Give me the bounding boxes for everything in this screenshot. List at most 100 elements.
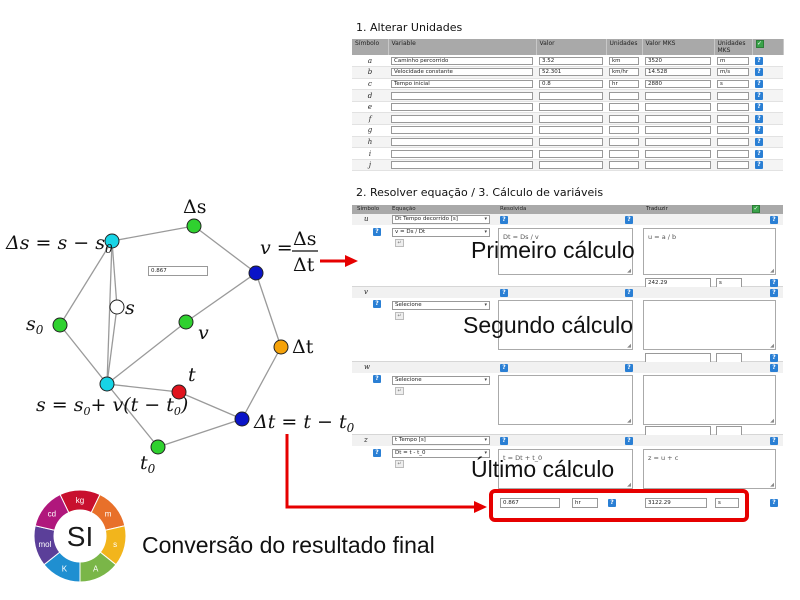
value-field[interactable]	[539, 149, 603, 158]
final-value-field[interactable]: 0.867	[500, 498, 560, 508]
ok-icon[interactable]: ✓	[752, 205, 760, 213]
help-icon[interactable]: ?	[770, 437, 778, 445]
translated-textarea[interactable]: u = a / b◢	[643, 228, 776, 275]
variable-field[interactable]: Tempo inicial	[391, 79, 533, 88]
mks-value-field[interactable]: 2880	[645, 79, 711, 88]
resolved-textarea[interactable]: ◢	[498, 375, 633, 425]
help-icon[interactable]: ?	[373, 449, 381, 457]
variable-field[interactable]	[391, 126, 533, 135]
value-field[interactable]	[539, 91, 603, 100]
equation-select[interactable]: Selecione▾	[392, 376, 490, 385]
variable-field[interactable]	[391, 114, 533, 123]
variable-field[interactable]: Caminho percorrido	[391, 56, 533, 65]
variable-field[interactable]: Velocidade constante	[391, 68, 533, 77]
mks-unit-field[interactable]: m/s	[717, 68, 749, 77]
help-icon[interactable]: ?	[500, 289, 508, 297]
variable-field[interactable]	[391, 149, 533, 158]
insert-button[interactable]: ↵	[395, 312, 404, 320]
unit-field[interactable]: hr	[609, 79, 639, 88]
equation-select[interactable]: Dt = t - t_0▾	[392, 449, 490, 458]
help-icon[interactable]: ?	[755, 137, 763, 146]
translated-textarea[interactable]: ◢	[643, 300, 776, 350]
variable-field[interactable]	[391, 161, 533, 170]
mks-value-field[interactable]	[645, 126, 711, 135]
mks-value-field[interactable]	[645, 114, 711, 123]
unit-field[interactable]	[609, 149, 639, 158]
help-icon[interactable]: ?	[500, 364, 508, 372]
help-icon[interactable]: ?	[500, 437, 508, 445]
help-icon[interactable]: ?	[755, 56, 763, 65]
value-field[interactable]	[539, 103, 603, 112]
value-field[interactable]	[539, 114, 603, 123]
mks-unit-field[interactable]	[717, 149, 749, 158]
help-icon[interactable]: ?	[755, 161, 763, 170]
mks-value-field[interactable]	[645, 137, 711, 146]
help-icon[interactable]: ?	[625, 364, 633, 372]
final-value-field[interactable]: 0.867	[148, 266, 208, 276]
final-unit-field[interactable]: hr	[572, 498, 598, 508]
variable-field[interactable]	[391, 91, 533, 100]
mks-value-field[interactable]	[645, 103, 711, 112]
help-icon[interactable]: ?	[755, 79, 763, 88]
final-mks-field[interactable]: 3122.29	[645, 498, 707, 508]
insert-button[interactable]: ↵	[395, 239, 404, 247]
mks-unit-field[interactable]	[717, 114, 749, 123]
mks-unit-field[interactable]: m	[717, 56, 749, 65]
help-icon[interactable]: ?	[625, 216, 633, 224]
mks-unit-field[interactable]	[717, 161, 749, 170]
unit-field[interactable]: km/hr	[609, 68, 639, 77]
final-mks-unit-field[interactable]: s	[715, 498, 739, 508]
mks-value-field[interactable]	[645, 91, 711, 100]
unit-field[interactable]: km	[609, 56, 639, 65]
help-icon[interactable]: ?	[770, 499, 778, 507]
ok-icon[interactable]: ✓	[755, 40, 764, 48]
variable-field[interactable]	[391, 103, 533, 112]
insert-button[interactable]: ↵	[395, 387, 404, 395]
help-icon[interactable]: ?	[770, 289, 778, 297]
help-icon[interactable]: ?	[755, 103, 763, 112]
variable-field[interactable]	[391, 137, 533, 146]
unit-field[interactable]	[609, 161, 639, 170]
unit-field[interactable]	[609, 103, 639, 112]
help-icon[interactable]: ?	[625, 289, 633, 297]
mks-value-field[interactable]: 14.528	[645, 68, 711, 77]
mks-unit-field[interactable]: s	[717, 79, 749, 88]
help-icon[interactable]: ?	[625, 437, 633, 445]
resolved-textarea[interactable]: Dt = Ds / v◢	[498, 228, 633, 275]
unit-field[interactable]	[609, 137, 639, 146]
help-icon[interactable]: ?	[770, 364, 778, 372]
help-icon[interactable]: ?	[373, 375, 381, 383]
value-field[interactable]: 3.52	[539, 56, 603, 65]
help-icon[interactable]: ?	[770, 216, 778, 224]
mks-unit-field[interactable]	[717, 137, 749, 146]
help-icon[interactable]: ?	[755, 149, 763, 158]
insert-button[interactable]: ↵	[395, 460, 404, 468]
help-icon[interactable]: ?	[770, 279, 778, 287]
help-icon[interactable]: ?	[608, 499, 616, 507]
unit-field[interactable]	[609, 114, 639, 123]
mks-unit-field[interactable]	[717, 103, 749, 112]
help-icon[interactable]: ?	[755, 68, 763, 77]
equation-select[interactable]: v = Ds / Dt▾	[392, 228, 490, 237]
mks-value-field[interactable]	[645, 161, 711, 170]
translated-textarea[interactable]: z = u + c◢	[643, 449, 776, 489]
variable-select[interactable]: t Tempo [s]▾	[392, 436, 490, 445]
mks-unit-field[interactable]	[717, 91, 749, 100]
value-field[interactable]: 0.8	[539, 79, 603, 88]
unit-field[interactable]	[609, 91, 639, 100]
mks-unit-field[interactable]	[717, 126, 749, 135]
mks-value-field[interactable]	[645, 149, 711, 158]
mks-value-field[interactable]: 3520	[645, 56, 711, 65]
value-field[interactable]	[539, 126, 603, 135]
help-icon[interactable]: ?	[500, 216, 508, 224]
help-icon[interactable]: ?	[770, 354, 778, 362]
value-field[interactable]: 52.301	[539, 68, 603, 77]
variable-select[interactable]: Dt Tempo decorrido [s]▾	[392, 215, 490, 224]
value-field[interactable]	[539, 161, 603, 170]
resolved-textarea[interactable]: ◢	[498, 300, 633, 350]
help-icon[interactable]: ?	[373, 300, 381, 308]
resolved-textarea[interactable]: t = Dt + t_0◢	[498, 449, 633, 489]
help-icon[interactable]: ?	[755, 114, 763, 123]
equation-select[interactable]: Selecione▾	[392, 301, 490, 310]
translated-textarea[interactable]: ◢	[643, 375, 776, 425]
